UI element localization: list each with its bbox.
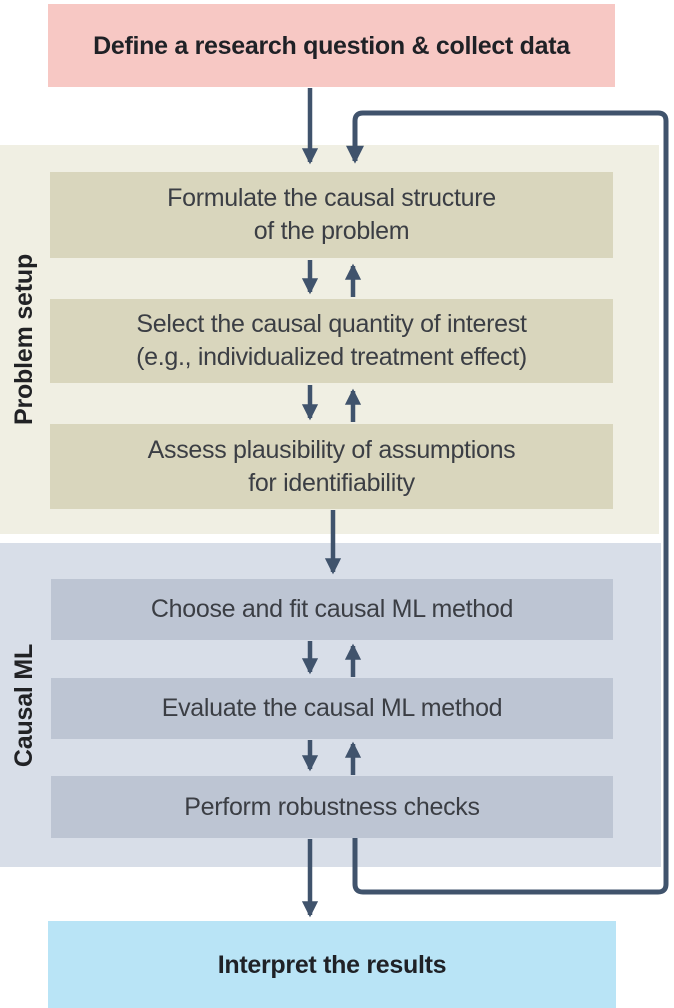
interpret-results-label: Interpret the results bbox=[217, 950, 447, 979]
interpret-results-box: Interpret the results bbox=[48, 921, 616, 1008]
step-assess-label: Assess plausibility of assumptions for i… bbox=[147, 435, 516, 497]
problem-setup-section-label: Problem setup bbox=[10, 253, 39, 426]
step-perform-label: Perform robustness checks bbox=[184, 792, 480, 821]
step-formulate-label: Formulate the causal structure of the pr… bbox=[167, 184, 496, 245]
step-perform-robustness-checks: Perform robustness checks bbox=[51, 776, 613, 838]
causal-ml-section-label: Causal ML bbox=[10, 643, 39, 767]
define-research-question-box: Define a research question & collect dat… bbox=[48, 4, 615, 87]
step-evaluate-method: Evaluate the causal ML method bbox=[51, 678, 613, 739]
step-evaluate-label: Evaluate the causal ML method bbox=[161, 694, 503, 722]
step-choose-fit-method: Choose and fit causal ML method bbox=[51, 579, 613, 640]
step-select-label: Select the causal quantity of interest (… bbox=[136, 310, 527, 371]
step-choose-label: Choose and fit causal ML method bbox=[150, 595, 514, 623]
define-research-question-label: Define a research question & collect dat… bbox=[93, 31, 570, 60]
step-select-causal-quantity: Select the causal quantity of interest (… bbox=[50, 299, 613, 383]
step-assess-plausibility: Assess plausibility of assumptions for i… bbox=[50, 424, 613, 509]
causal-ml-section-label-wrap: Causal ML bbox=[0, 543, 50, 867]
step-formulate-causal-structure: Formulate the causal structure of the pr… bbox=[50, 172, 613, 258]
problem-setup-section-label-wrap: Problem setup bbox=[0, 145, 50, 534]
